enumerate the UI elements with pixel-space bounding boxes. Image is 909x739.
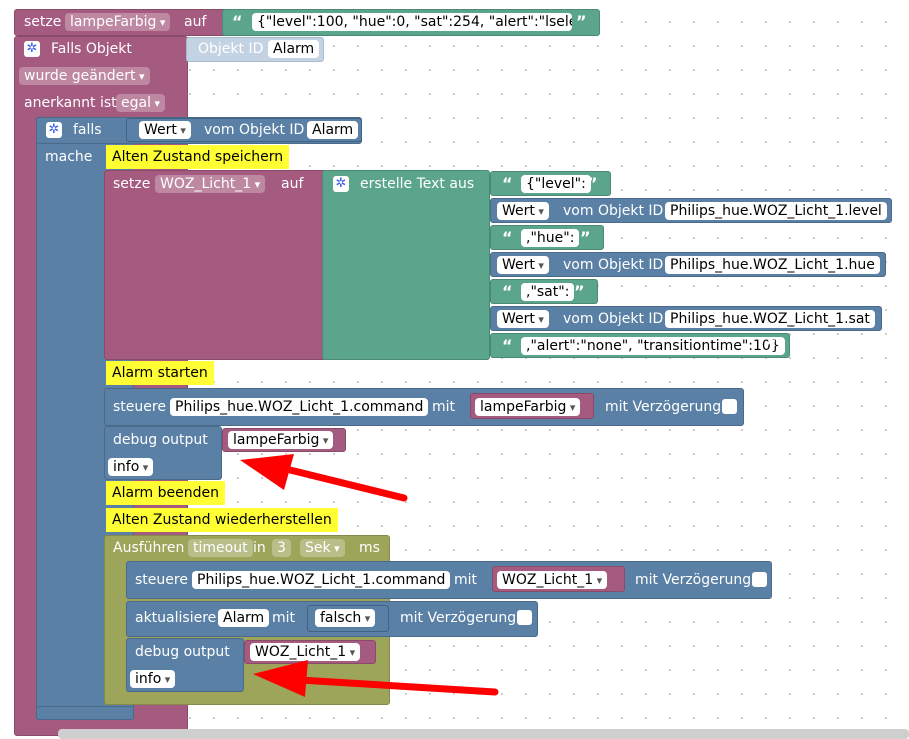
objekt-id-label: Objekt ID xyxy=(198,41,264,57)
aktualisiere-label: aktualisiere xyxy=(135,610,217,626)
falls-objekt-label: Falls Objekt xyxy=(51,41,132,57)
auf-label: auf xyxy=(184,14,207,30)
steuere-label: steuere xyxy=(135,572,188,588)
vom-objekt-label: vom Objekt ID xyxy=(563,311,664,327)
object-field[interactable]: Alarm xyxy=(307,121,359,139)
close-quote-icon: ” xyxy=(587,174,598,193)
vom-objekt-label: vom Objekt ID xyxy=(563,203,664,219)
text-part-field[interactable]: ,"alert":"none", "transitiontime":10} xyxy=(521,337,785,355)
close-quote-icon: ” xyxy=(574,282,585,301)
anerkannt-label: anerkannt ist xyxy=(24,95,117,111)
variable-dropdown[interactable]: lampeFarbig xyxy=(475,398,581,416)
vom-objekt-label: vom Objekt ID xyxy=(563,257,664,273)
comment-block[interactable]: Alten Zustand speichern xyxy=(106,145,290,169)
gear-icon[interactable]: ✲ xyxy=(24,41,40,57)
open-quote-icon: “ xyxy=(502,174,513,193)
close-quote-icon: ” xyxy=(576,12,587,31)
wert-dropdown[interactable]: Wert xyxy=(497,310,549,328)
set-variable-block-2[interactable] xyxy=(104,170,326,360)
ack-dropdown[interactable]: egal xyxy=(116,94,165,112)
target-object-field[interactable]: Philips_hue.WOZ_Licht_1.command xyxy=(170,398,429,416)
debug-output-label: debug output xyxy=(135,644,230,660)
delay-checkbox[interactable] xyxy=(517,610,532,625)
mit-label: mit xyxy=(454,572,478,588)
log-level-dropdown[interactable]: info xyxy=(130,670,176,688)
object-field[interactable]: Philips_hue.WOZ_Licht_1.sat xyxy=(665,310,875,328)
target-object-field[interactable]: Philips_hue.WOZ_Licht_1.command xyxy=(192,571,451,589)
timeout-name-field[interactable]: timeout xyxy=(188,539,253,557)
debug-output-label: debug output xyxy=(113,432,208,448)
setze-label: setze xyxy=(113,176,151,192)
object-field[interactable]: Philips_hue.WOZ_Licht_1.hue xyxy=(665,256,880,274)
delay-checkbox[interactable] xyxy=(722,399,737,414)
text-part-field[interactable]: ,"hue": xyxy=(521,229,580,247)
vom-objekt-label: vom Objekt ID xyxy=(204,122,305,138)
delay-checkbox[interactable] xyxy=(752,572,767,587)
text-part-field[interactable]: ,"sat": xyxy=(521,283,575,301)
object-id-field[interactable]: Alarm xyxy=(268,40,320,58)
variable-dropdown[interactable]: WOZ_Licht_1 xyxy=(250,643,361,661)
mit-label: mit xyxy=(272,610,296,626)
open-quote-icon: “ xyxy=(232,12,243,31)
verzoegerung-label: mit Verzögerung xyxy=(635,572,752,588)
close-quote-icon: ” xyxy=(580,228,591,247)
create-text-block[interactable] xyxy=(322,170,490,360)
mache-label: mache xyxy=(45,149,93,165)
gear-icon[interactable]: ✲ xyxy=(46,122,62,138)
text-part-field[interactable]: {"level": xyxy=(521,175,591,193)
open-quote-icon: “ xyxy=(502,228,513,247)
log-level-dropdown[interactable]: info xyxy=(108,458,154,476)
gear-icon[interactable]: ✲ xyxy=(333,176,349,192)
wert-dropdown[interactable]: Wert xyxy=(497,256,549,274)
variable-dropdown[interactable]: lampeFarbig xyxy=(228,431,334,449)
variable-dropdown[interactable]: WOZ_Licht_1 xyxy=(155,175,266,193)
verzoegerung-label: mit Verzögerung xyxy=(605,399,722,415)
close-quote-icon: ” xyxy=(766,336,777,355)
changed-dropdown[interactable]: wurde geändert xyxy=(19,67,150,85)
comment-block[interactable]: Alarm beenden xyxy=(106,481,226,505)
mit-label: mit xyxy=(432,399,456,415)
steuere-label: steuere xyxy=(113,399,166,415)
text-value-field[interactable]: {"level":100, "hue":0, "sat":254, "alert… xyxy=(252,13,572,31)
verzoegerung-label: mit Verzögerung xyxy=(400,610,517,626)
open-quote-icon: “ xyxy=(502,336,513,355)
timeout-number-field[interactable]: 3 xyxy=(272,539,291,557)
variable-dropdown[interactable]: WOZ_Licht_1 xyxy=(497,571,608,589)
wert-dropdown[interactable]: Wert xyxy=(497,202,549,220)
if-block-bottom xyxy=(36,706,134,720)
object-field[interactable]: Philips_hue.WOZ_Licht_1.level xyxy=(665,202,887,220)
comment-block[interactable]: Alten Zustand wiederherstellen xyxy=(106,508,338,532)
boolean-dropdown[interactable]: falsch xyxy=(315,609,376,627)
ms-label: ms xyxy=(359,540,380,556)
falls-label: falls xyxy=(73,122,102,138)
variable-dropdown[interactable]: lampeFarbig xyxy=(65,13,171,31)
update-target-field[interactable]: Alarm xyxy=(218,609,270,627)
erstelle-text-label: erstelle Text aus xyxy=(360,176,475,192)
unit-dropdown[interactable]: Sek xyxy=(300,539,345,557)
comment-block[interactable]: Alarm starten xyxy=(106,361,214,385)
ausfuehren-label: Ausführen xyxy=(113,540,185,556)
wert-dropdown[interactable]: Wert xyxy=(139,121,191,139)
open-quote-icon: “ xyxy=(502,282,513,301)
setze-label: setze xyxy=(24,14,62,30)
in-label: in xyxy=(253,540,266,556)
auf-label: auf xyxy=(281,176,304,192)
horizontal-scrollbar[interactable] xyxy=(58,729,909,739)
